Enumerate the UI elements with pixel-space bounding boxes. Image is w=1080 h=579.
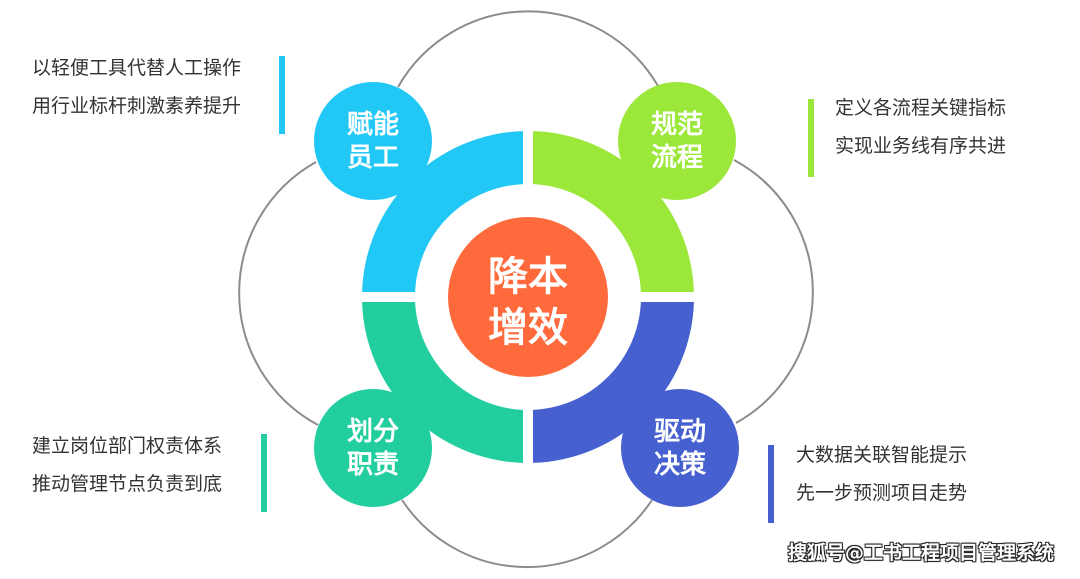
- node-circle-empower: [314, 82, 432, 200]
- node-drive: 驱动 决策: [621, 389, 739, 507]
- center-label-line1: 降本: [488, 254, 568, 300]
- bullet-drive-2: 先一步预测项目走势: [796, 482, 968, 504]
- accent-bar-drive: [768, 445, 774, 523]
- outline-arc-4: [238, 161, 319, 426]
- bullet-assign-1: 建立岗位部门权责体系: [32, 435, 223, 457]
- bullet-standardize-2: 实现业务线有序共进: [835, 135, 1007, 157]
- outline-arcs: [238, 10, 814, 568]
- bullets-standardize: 定义各流程关键指标 实现业务线有序共进: [835, 96, 1006, 158]
- bullets-assign: 建立岗位部门权责体系 推动管理节点负责到底: [32, 434, 222, 496]
- bullets-empower: 以轻便工具代替人工操作 用行业标杆刺激素养提升: [32, 56, 241, 118]
- node-circle-standardize: [618, 82, 736, 200]
- node-empower: 赋能 员工: [314, 82, 432, 200]
- ring-segment-assign: [362, 302, 523, 463]
- outline-arc-3: [401, 499, 653, 568]
- bullet-assign-2: 推动管理节点负责到底: [32, 473, 223, 495]
- accent-bar-standardize: [808, 99, 814, 177]
- center-label-line2: 增效: [488, 305, 568, 351]
- center-circle: [448, 217, 608, 377]
- node-standardize: 规范 流程: [618, 82, 736, 200]
- node-standardize-line1: 规范: [651, 110, 703, 140]
- accent-bar-assign: [261, 434, 267, 512]
- node-standardize-line2: 流程: [651, 143, 703, 173]
- ring-segment-standardize: [533, 131, 694, 292]
- outline-arc-1: [397, 10, 659, 88]
- node-assign-line1: 划分: [347, 417, 399, 447]
- accent-bar-empower: [279, 56, 285, 134]
- bullets-drive: 大数据关联智能提示 先一步预测项目走势: [796, 443, 967, 505]
- bullet-empower-2: 用行业标杆刺激素养提升: [32, 95, 242, 117]
- outline-arc-2: [733, 159, 814, 424]
- watermark: 搜狐号@工书工程项目管理系统: [787, 542, 1054, 564]
- node-drive-line2: 决策: [654, 449, 706, 480]
- node-assign: 划分 职责: [314, 389, 432, 507]
- node-drive-line1: 驱动: [654, 417, 706, 447]
- node-empower-line1: 赋能: [347, 109, 399, 140]
- node-circle-drive: [621, 389, 739, 507]
- node-circle-assign: [314, 389, 432, 507]
- bullet-empower-1: 以轻便工具代替人工操作: [32, 57, 242, 79]
- bullet-drive-1: 大数据关联智能提示: [796, 444, 968, 466]
- bullet-standardize-1: 定义各流程关键指标: [835, 97, 1007, 119]
- node-empower-line2: 员工: [347, 143, 399, 173]
- node-assign-line2: 职责: [347, 450, 399, 480]
- ring-segment-empower: [362, 131, 523, 292]
- ring-segment-drive: [533, 302, 694, 463]
